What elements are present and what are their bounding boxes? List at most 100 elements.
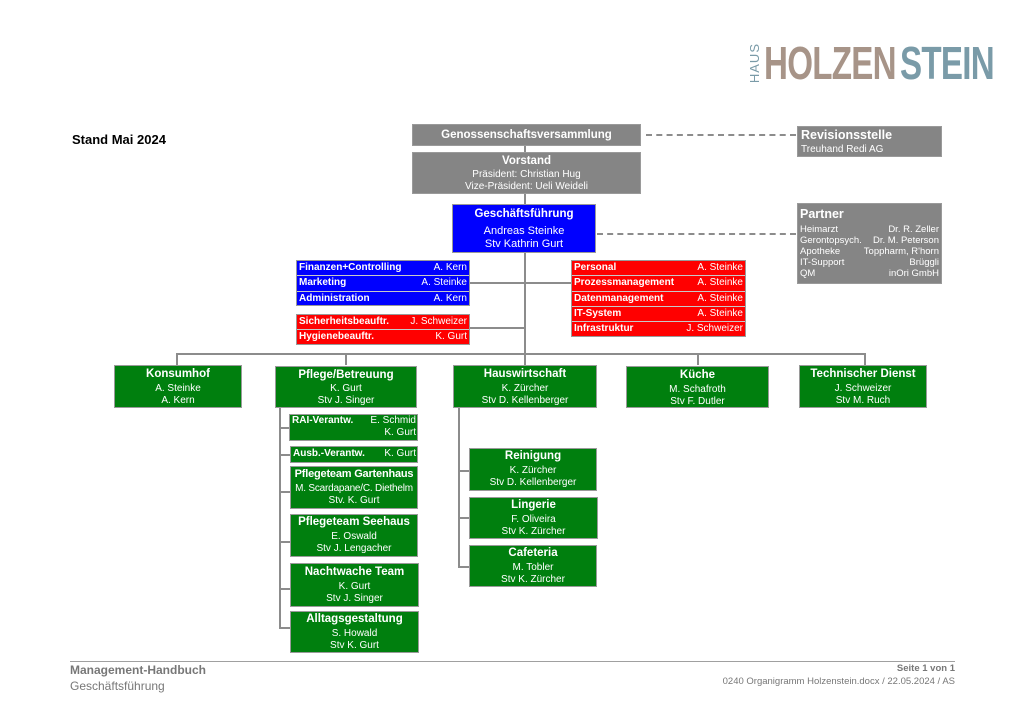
sub-line: M. Scardapane/C. Diethelm [295,483,413,494]
partner-title: Partner [800,207,844,221]
logo: HAUS HOLZEN STEIN [747,37,1024,89]
gf-box: Geschäftsführung Andreas Steinke Stv Kat… [452,204,596,253]
staff-person: A. Kern [433,262,467,273]
staff-person: A. Steinke [697,277,743,289]
footer-section: Geschäftsführung [70,679,165,693]
sub-line: K. Gurt [338,581,371,592]
revision-title: Revisionsstelle [801,128,893,142]
dept-konsumhof: Konsumhof A. Steinke A. Kern [114,365,242,408]
staff-red-left-list: Sicherheitsbeauftr. J. Schweizer Hygieneb… [296,314,470,345]
sub-line: Stv K. Zürcher [501,574,565,585]
sub-lingerie: Lingerie F. Oliveira Stv K. Zürcher [469,497,598,539]
staff-row: Prozessmanagement A. Steinke [572,276,745,292]
staff-role: Finanzen+Controlling [299,262,402,273]
staff-row: Marketing A. Steinke [297,276,469,292]
sub-title: Lingerie [511,499,556,511]
partner-row: IT-Support Brüggli [798,257,941,268]
staff-person: J. Schweizer [410,316,467,327]
dept-line: J. Schweizer [834,383,892,394]
sub-title: Nachtwache Team [304,566,405,578]
sub-title: Pflegeteam Seehaus [298,516,410,528]
partner-name: Brüggli [909,257,939,268]
dept-title: Konsumhof [146,368,210,380]
staff-row: Sicherheitsbeauftr. J. Schweizer [297,315,469,331]
partner-role: Heimarzt [800,224,839,235]
partner-name: Dr. R. Zeller [888,224,939,235]
staff-person: A. Steinke [421,277,467,289]
staff-role: Hygienebeauftr. [299,331,375,343]
dept-technik: Technischer Dienst J. Schweizer Stv M. R… [799,365,927,408]
connector-line [279,454,290,456]
connector-line [458,517,469,519]
vorstand-president: Präsident: Christian Hug [472,169,581,180]
dept-title: Technischer Dienst [810,368,916,380]
dept-kueche: Küche M. Schafroth Stv F. Dutler [626,366,769,408]
sub-line: Stv J. Lengacher [316,543,392,554]
footer-manual-title: Management-Handbuch [70,663,207,677]
sub-title: Pflegeteam Gartenhaus [294,468,414,480]
dept-line: Stv M. Ruch [835,395,891,406]
staff-person: A. Steinke [697,292,743,304]
sub-title: Cafeteria [508,547,558,559]
connector-line [279,491,290,493]
staff-role: Marketing [299,277,347,289]
dept-line: K. Zürcher [501,383,549,394]
connector-line [279,541,290,543]
partner-name: Dr. M. Peterson [873,235,939,246]
staff-row: Hygienebeauftr.K. Gurt [297,330,469,345]
dept-line: K. Gurt [330,383,362,394]
dashed-line [646,134,796,136]
staff-role: Sicherheitsbeauftr. [299,316,390,327]
dept-title: Küche [679,369,716,381]
gf-name: Andreas Steinke [483,225,565,237]
partner-row: Heimarzt Dr. R. Zeller [798,224,941,235]
staff-person: A. Steinke [697,262,743,273]
sub-rai: RAI-Verantw. E. Schmid K. Gurt [289,414,418,441]
logo-stein: STEIN [900,37,995,89]
vorstand-vice: Vize-Präsident: Ueli Weideli [464,181,589,192]
connector-line [345,353,347,365]
gv-box: Genossenschaftsversammlung [412,124,641,146]
partner-role: Gerontopsych. [800,235,862,246]
staff-role: Personal [574,262,617,273]
staff-blue-list: Finanzen+Controlling A. Kern Marketing A. … [296,260,470,306]
connector-line [697,353,699,365]
dept-pflege: Pflege/Betreuung K. Gurt Stv J. Singer [275,366,417,408]
sub-line: F. Oliveira [511,514,556,525]
connector-line [458,470,469,472]
connector-line [279,588,290,590]
gv-title: Genossenschaftsversammlung [441,129,612,141]
connector-line [864,353,866,365]
sub-line: K. Gurt [384,448,416,459]
staff-person: A. Steinke [697,307,743,319]
connector-line [176,353,178,365]
staff-role: Prozessmanagement [574,277,675,289]
partner-row: Apotheke Toppharm, R'horn [798,246,941,257]
footer-divider [70,661,955,662]
staff-person: J. Schweizer [686,323,743,335]
sub-alltag: Alltagsgestaltung S. Howald Stv K. Gurt [290,611,419,653]
connector-line [470,282,571,284]
connector-line [458,566,469,568]
partner-box: Partner Heimarzt Dr. R. Zeller Gerontopsy… [797,203,942,284]
partner-role: IT-Support [800,257,845,268]
dashed-line [597,233,796,235]
footer-page: Seite 1 von 1 [896,663,955,674]
staff-red-right-list: Personal A. Steinke Prozessmanagement A. S… [571,260,746,337]
sub-seehaus: Pflegeteam Seehaus E. Oswald Stv J. Leng… [290,514,418,557]
dept-title: Hauswirtschaft [483,368,567,380]
revision-line: Treuhand Redi AG [801,144,884,155]
partner-role: Apotheke [800,246,841,257]
partner-name: Toppharm, R'horn [863,246,939,257]
gf-deputy: Stv Kathrin Gurt [484,238,564,250]
sub-line: E. Schmid [370,415,416,426]
staff-row: Personal A. Steinke [572,261,745,277]
vorstand-box: Vorstand Präsident: Christian Hug Vize-P… [412,152,641,194]
sub-line: Stv K. Zürcher [501,526,566,537]
connector-line [279,408,281,629]
sub-line: S. Howald [331,628,378,639]
